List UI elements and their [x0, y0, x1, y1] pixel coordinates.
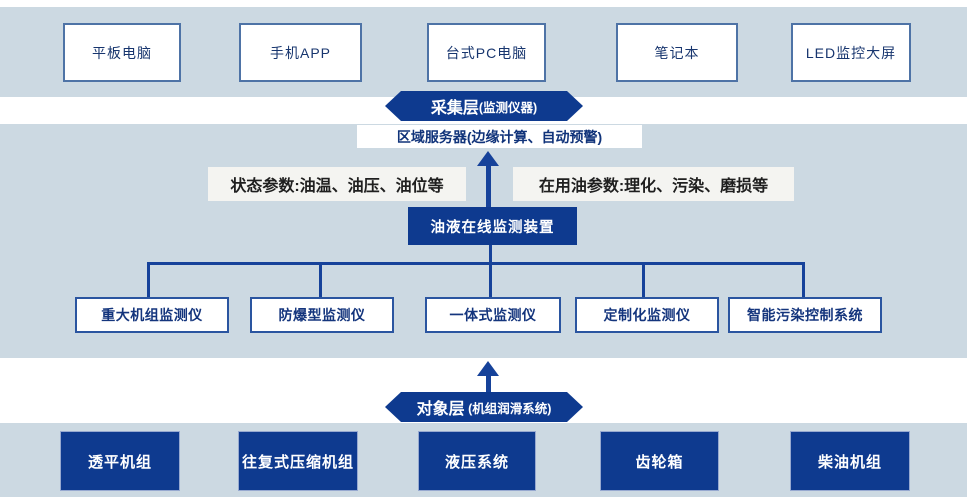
object-layer-pill: 对象层 (机组润滑系统) — [385, 392, 583, 422]
monitor-box-customized: 定制化监测仪 — [575, 297, 719, 333]
connector-drop-4 — [642, 262, 645, 297]
connector-drop-2 — [319, 262, 322, 297]
equip-box-gearbox: 齿轮箱 — [600, 431, 719, 491]
monitor-box-pollution-control: 智能污染控制系统 — [728, 297, 882, 333]
device-box-laptop: 笔记本 — [616, 23, 738, 82]
connector-horizontal — [147, 262, 804, 265]
device-box-led-screen: LED监控大屏 — [791, 23, 911, 82]
equip-box-hydraulic: 液压系统 — [418, 431, 536, 491]
monitor-box-major-unit: 重大机组监测仪 — [75, 297, 229, 333]
arrow-up-icon — [477, 361, 499, 376]
connector-drop-5 — [802, 262, 805, 297]
collection-layer-title: 采集层 — [430, 100, 479, 117]
object-layer-subtitle: (机组润滑系统) — [464, 401, 552, 416]
object-layer-title: 对象层 — [416, 401, 465, 418]
monitor-box-all-in-one: 一体式监测仪 — [425, 297, 561, 333]
device-box-tablet: 平板电脑 — [63, 23, 181, 82]
connector-drop-1 — [147, 262, 150, 297]
collection-layer-pill: 采集层(监测仪器) — [385, 91, 583, 121]
arrow-up-icon — [477, 151, 499, 166]
arrow-up-shaft — [486, 165, 491, 207]
connector-stem — [489, 245, 492, 263]
status-params-label: 状态参数:油温、油压、油位等 — [208, 167, 466, 201]
monitor-box-explosion-proof: 防爆型监测仪 — [250, 297, 394, 333]
oil-params-label: 在用油参数:理化、污染、磨损等 — [513, 167, 794, 201]
connector-drop-3 — [489, 262, 492, 297]
device-box-phone-app: 手机APP — [239, 23, 362, 82]
arrow-up-shaft — [486, 375, 491, 393]
oil-monitor-device-box: 油液在线监测装置 — [408, 207, 577, 245]
equip-box-diesel: 柴油机组 — [790, 431, 910, 491]
regional-server-box: 区域服务器(边缘计算、自动预警) — [357, 125, 642, 148]
device-box-desktop-pc: 台式PC电脑 — [427, 23, 546, 82]
collection-layer-subtitle: (监测仪器) — [478, 100, 538, 115]
equip-box-turbine: 透平机组 — [60, 431, 180, 491]
equip-box-reciprocating-compressor: 往复式压缩机组 — [238, 431, 358, 491]
